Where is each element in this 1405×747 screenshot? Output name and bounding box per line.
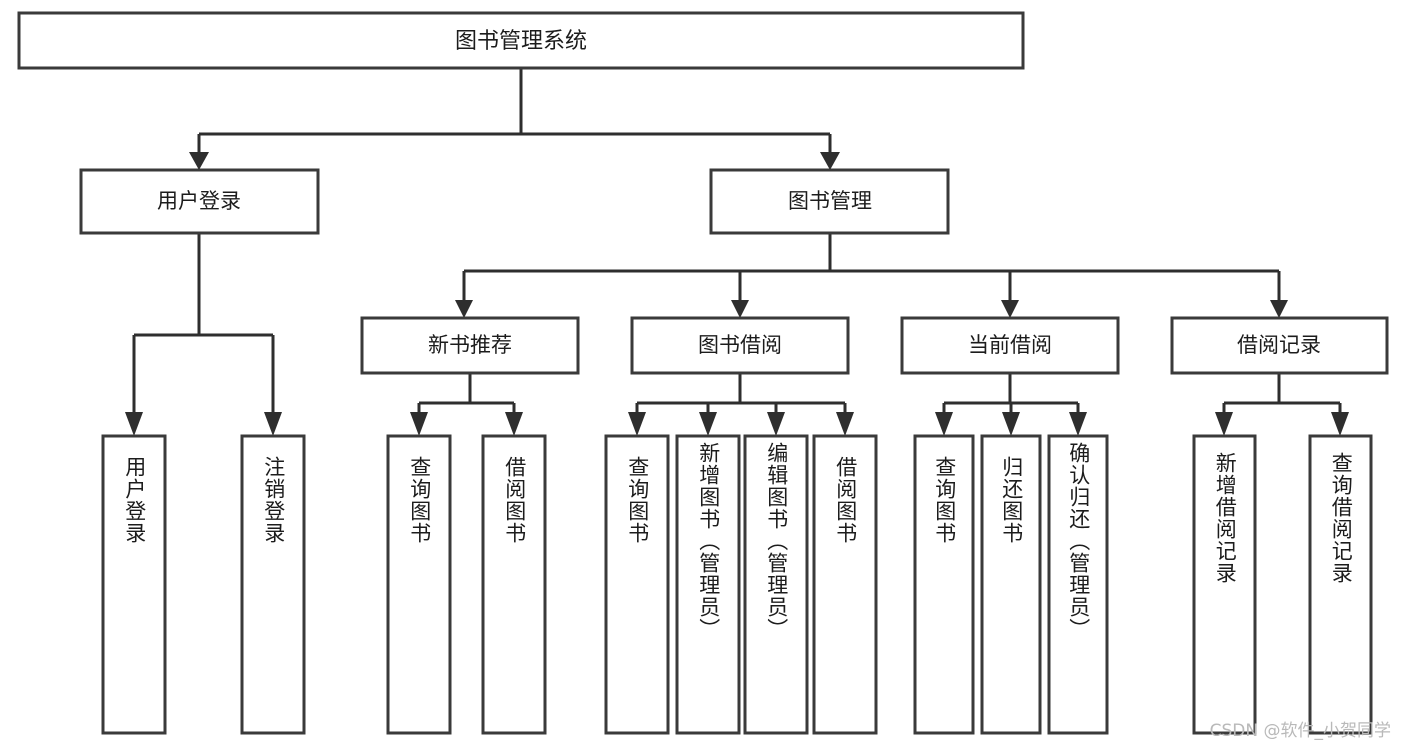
arrowhead-leaf-bookborrow-1 xyxy=(628,412,646,436)
leaf-box-layer xyxy=(101,434,1373,735)
arrowhead-leaf-currentborrow-1 xyxy=(935,412,953,436)
arrowhead-leaf-borrowrecord-2 xyxy=(1331,412,1349,436)
node-root-box[interactable] xyxy=(17,11,1025,70)
arrowhead-leaf-borrowrecord-1 xyxy=(1215,412,1233,436)
arrowhead-to-borrow-record xyxy=(1270,300,1288,318)
arrowhead-leaf-userlogin-1 xyxy=(125,412,143,436)
node-book-manage[interactable]: 图书管理 xyxy=(709,168,950,235)
leaf-box-bookborrow-4[interactable] xyxy=(812,434,878,735)
node-layer: 图书管理系统 用户登录 图书管理 新书推荐 图书借阅 xyxy=(17,11,1389,735)
leaf-box-currentborrow-3[interactable] xyxy=(1047,434,1109,735)
leaf-box-userlogin-1[interactable] xyxy=(101,434,167,735)
node-current-borrow[interactable]: 当前借阅 xyxy=(900,316,1120,375)
watermark-text: CSDN @软件_小贺同学 xyxy=(1209,721,1391,741)
leaf-box-userlogin-2[interactable] xyxy=(240,434,306,735)
leaf-box-currentborrow-2[interactable] xyxy=(980,434,1042,735)
node-current-borrow-label: 当前借阅 xyxy=(968,333,1052,357)
arrowhead-leaf-newbook-1 xyxy=(410,412,428,436)
leaf-box-newbook-1[interactable] xyxy=(386,434,452,735)
leaf-box-currentborrow-1[interactable] xyxy=(913,434,975,735)
arrowhead-leaf-bookborrow-4 xyxy=(836,412,854,436)
node-current-borrow-box[interactable] xyxy=(900,316,1120,375)
arrowhead-to-current-borrow xyxy=(1001,300,1019,318)
leaf-box-bookborrow-1[interactable] xyxy=(604,434,670,735)
node-root[interactable]: 图书管理系统 xyxy=(17,11,1025,70)
arrowhead-to-user-login xyxy=(189,152,209,170)
node-root-label: 图书管理系统 xyxy=(455,29,587,54)
leaf-box-bookborrow-2[interactable] xyxy=(675,434,741,735)
arrowhead-to-new-book xyxy=(455,300,473,318)
leaf-box-borrowrecord-2[interactable] xyxy=(1308,434,1373,735)
arrowhead-to-book-borrow xyxy=(731,300,749,318)
node-new-book-recommend[interactable]: 新书推荐 xyxy=(360,316,580,375)
arrowhead-leaf-bookborrow-2 xyxy=(699,412,717,436)
arrowhead-leaf-bookborrow-3 xyxy=(767,412,785,436)
arrowhead-to-book-manage xyxy=(820,152,840,170)
node-new-book-recommend-box[interactable] xyxy=(360,316,580,375)
leaf-box-borrowrecord-1[interactable] xyxy=(1192,434,1257,735)
node-user-login[interactable]: 用户登录 xyxy=(79,168,320,235)
node-borrow-record-box[interactable] xyxy=(1170,316,1389,375)
node-book-borrow[interactable]: 图书借阅 xyxy=(630,316,850,375)
node-borrow-record-label: 借阅记录 xyxy=(1237,333,1321,357)
arrowhead-layer xyxy=(125,152,1349,436)
leaf-box-newbook-2[interactable] xyxy=(481,434,547,735)
arrowhead-leaf-userlogin-2 xyxy=(264,412,282,436)
node-user-login-label: 用户登录 xyxy=(157,189,241,213)
node-book-manage-box[interactable] xyxy=(709,168,950,235)
node-book-borrow-label: 图书借阅 xyxy=(698,333,782,357)
arrowhead-leaf-newbook-2 xyxy=(505,412,523,436)
leaf-box-bookborrow-3[interactable] xyxy=(743,434,809,735)
node-user-login-box[interactable] xyxy=(79,168,320,235)
arrowhead-leaf-currentborrow-2 xyxy=(1002,412,1020,436)
node-borrow-record[interactable]: 借阅记录 xyxy=(1170,316,1389,375)
node-book-borrow-box[interactable] xyxy=(630,316,850,375)
node-new-book-recommend-label: 新书推荐 xyxy=(428,333,512,357)
arrowhead-leaf-currentborrow-3 xyxy=(1069,412,1087,436)
node-book-manage-label: 图书管理 xyxy=(788,189,872,213)
